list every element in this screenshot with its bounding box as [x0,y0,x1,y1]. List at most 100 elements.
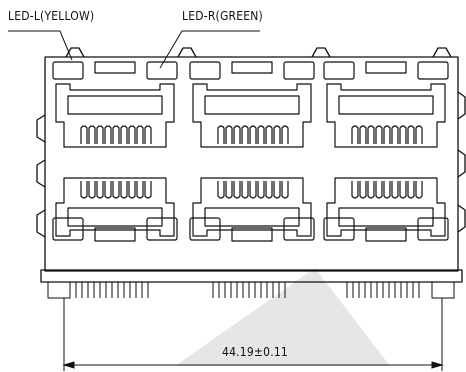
contact-2 [225,125,233,144]
contact-7 [128,125,136,144]
contact-1 [217,181,225,199]
callout-leaders [8,30,260,69]
left-side-tab-3 [36,209,46,238]
contact-8 [407,181,415,199]
contact-6 [120,181,128,199]
led-left-leader [8,30,73,61]
contact-1 [351,125,359,144]
led-window-right [417,217,449,241]
left-side-tab-2 [36,159,46,188]
contact-9 [281,125,289,144]
led-window-right [283,61,315,80]
contact-2 [88,181,96,199]
contact-7 [399,125,407,144]
jack-opening [192,177,312,237]
led-window-left [323,217,355,241]
jack-opening [326,83,446,148]
right-side-tab-3 [457,204,466,233]
contact-6 [120,125,128,144]
contact-2 [359,181,367,199]
contact-9 [415,125,423,144]
contact-4 [241,125,249,144]
top-tab-3 [311,47,331,58]
right-side-tab-2 [457,149,466,178]
pin-group-1 [75,282,149,298]
contact-8 [273,181,281,199]
contact-7 [399,181,407,199]
led-window-left [323,61,355,80]
bottom-latch-slot [365,227,407,242]
bottom-latch-slot [231,227,273,242]
top-latch-slot [365,61,407,74]
arrow-right [431,361,444,369]
top-tab-4 [432,47,452,58]
port-top-3 [323,61,449,148]
contact-2 [88,125,96,144]
contact-5 [249,181,257,199]
top-latch-slot [231,61,273,74]
contact-5 [383,125,391,144]
contact-6 [391,181,399,199]
led-window-right [283,217,315,241]
width-dimension-label: 44.19±0.11 [222,345,288,359]
led-window-right [146,61,178,80]
housing-outline [44,56,459,272]
contact-3 [233,125,241,144]
plug-cavity [67,207,163,227]
led-window-right [417,61,449,80]
top-tab-2 [177,47,197,58]
top-latch-slot [94,61,136,74]
contact-7 [128,181,136,199]
contact-3 [367,125,375,144]
contact-3 [96,181,104,199]
contact-3 [367,181,375,199]
right-side-tab-1 [457,91,466,120]
base-plate [40,269,463,283]
bottom-pins [47,281,455,299]
contact-8 [407,125,415,144]
contact-5 [249,125,257,144]
port-bottom-2 [189,177,315,242]
jack-opening [326,177,446,237]
jack-opening [55,83,175,148]
contact-9 [415,181,423,199]
ports [52,61,449,242]
plug-cavity [338,95,434,115]
watermark-triangle [175,268,390,366]
contact-1 [80,125,88,144]
led-window-left [189,217,221,241]
contact-3 [233,181,241,199]
led-window-right [146,217,178,241]
led-right-leader [159,30,260,69]
contact-9 [144,125,152,144]
contact-2 [359,125,367,144]
contact-7 [265,125,273,144]
dimension-lines [62,298,444,371]
contact-2 [225,181,233,199]
port-top-1 [52,61,178,148]
led-window-left [52,61,84,80]
contact-8 [136,125,144,144]
port-top-2 [189,61,315,148]
contact-1 [80,181,88,199]
contact-5 [112,125,120,144]
contact-9 [281,181,289,199]
contact-4 [375,181,383,199]
port-bottom-3 [323,177,449,242]
contact-4 [104,125,112,144]
contact-5 [383,181,391,199]
port-bottom-1 [52,177,178,242]
led-window-left [52,217,84,241]
led-left-callout: LED-L(YELLOW) [8,9,95,23]
contact-5 [112,181,120,199]
contact-8 [136,181,144,199]
contact-4 [104,181,112,199]
plug-cavity [338,207,434,227]
plug-cavity [67,95,163,115]
contact-3 [96,125,104,144]
left-side-tab-1 [36,114,46,143]
contact-6 [391,125,399,144]
contact-4 [375,125,383,144]
shield-leg-2 [431,281,455,299]
